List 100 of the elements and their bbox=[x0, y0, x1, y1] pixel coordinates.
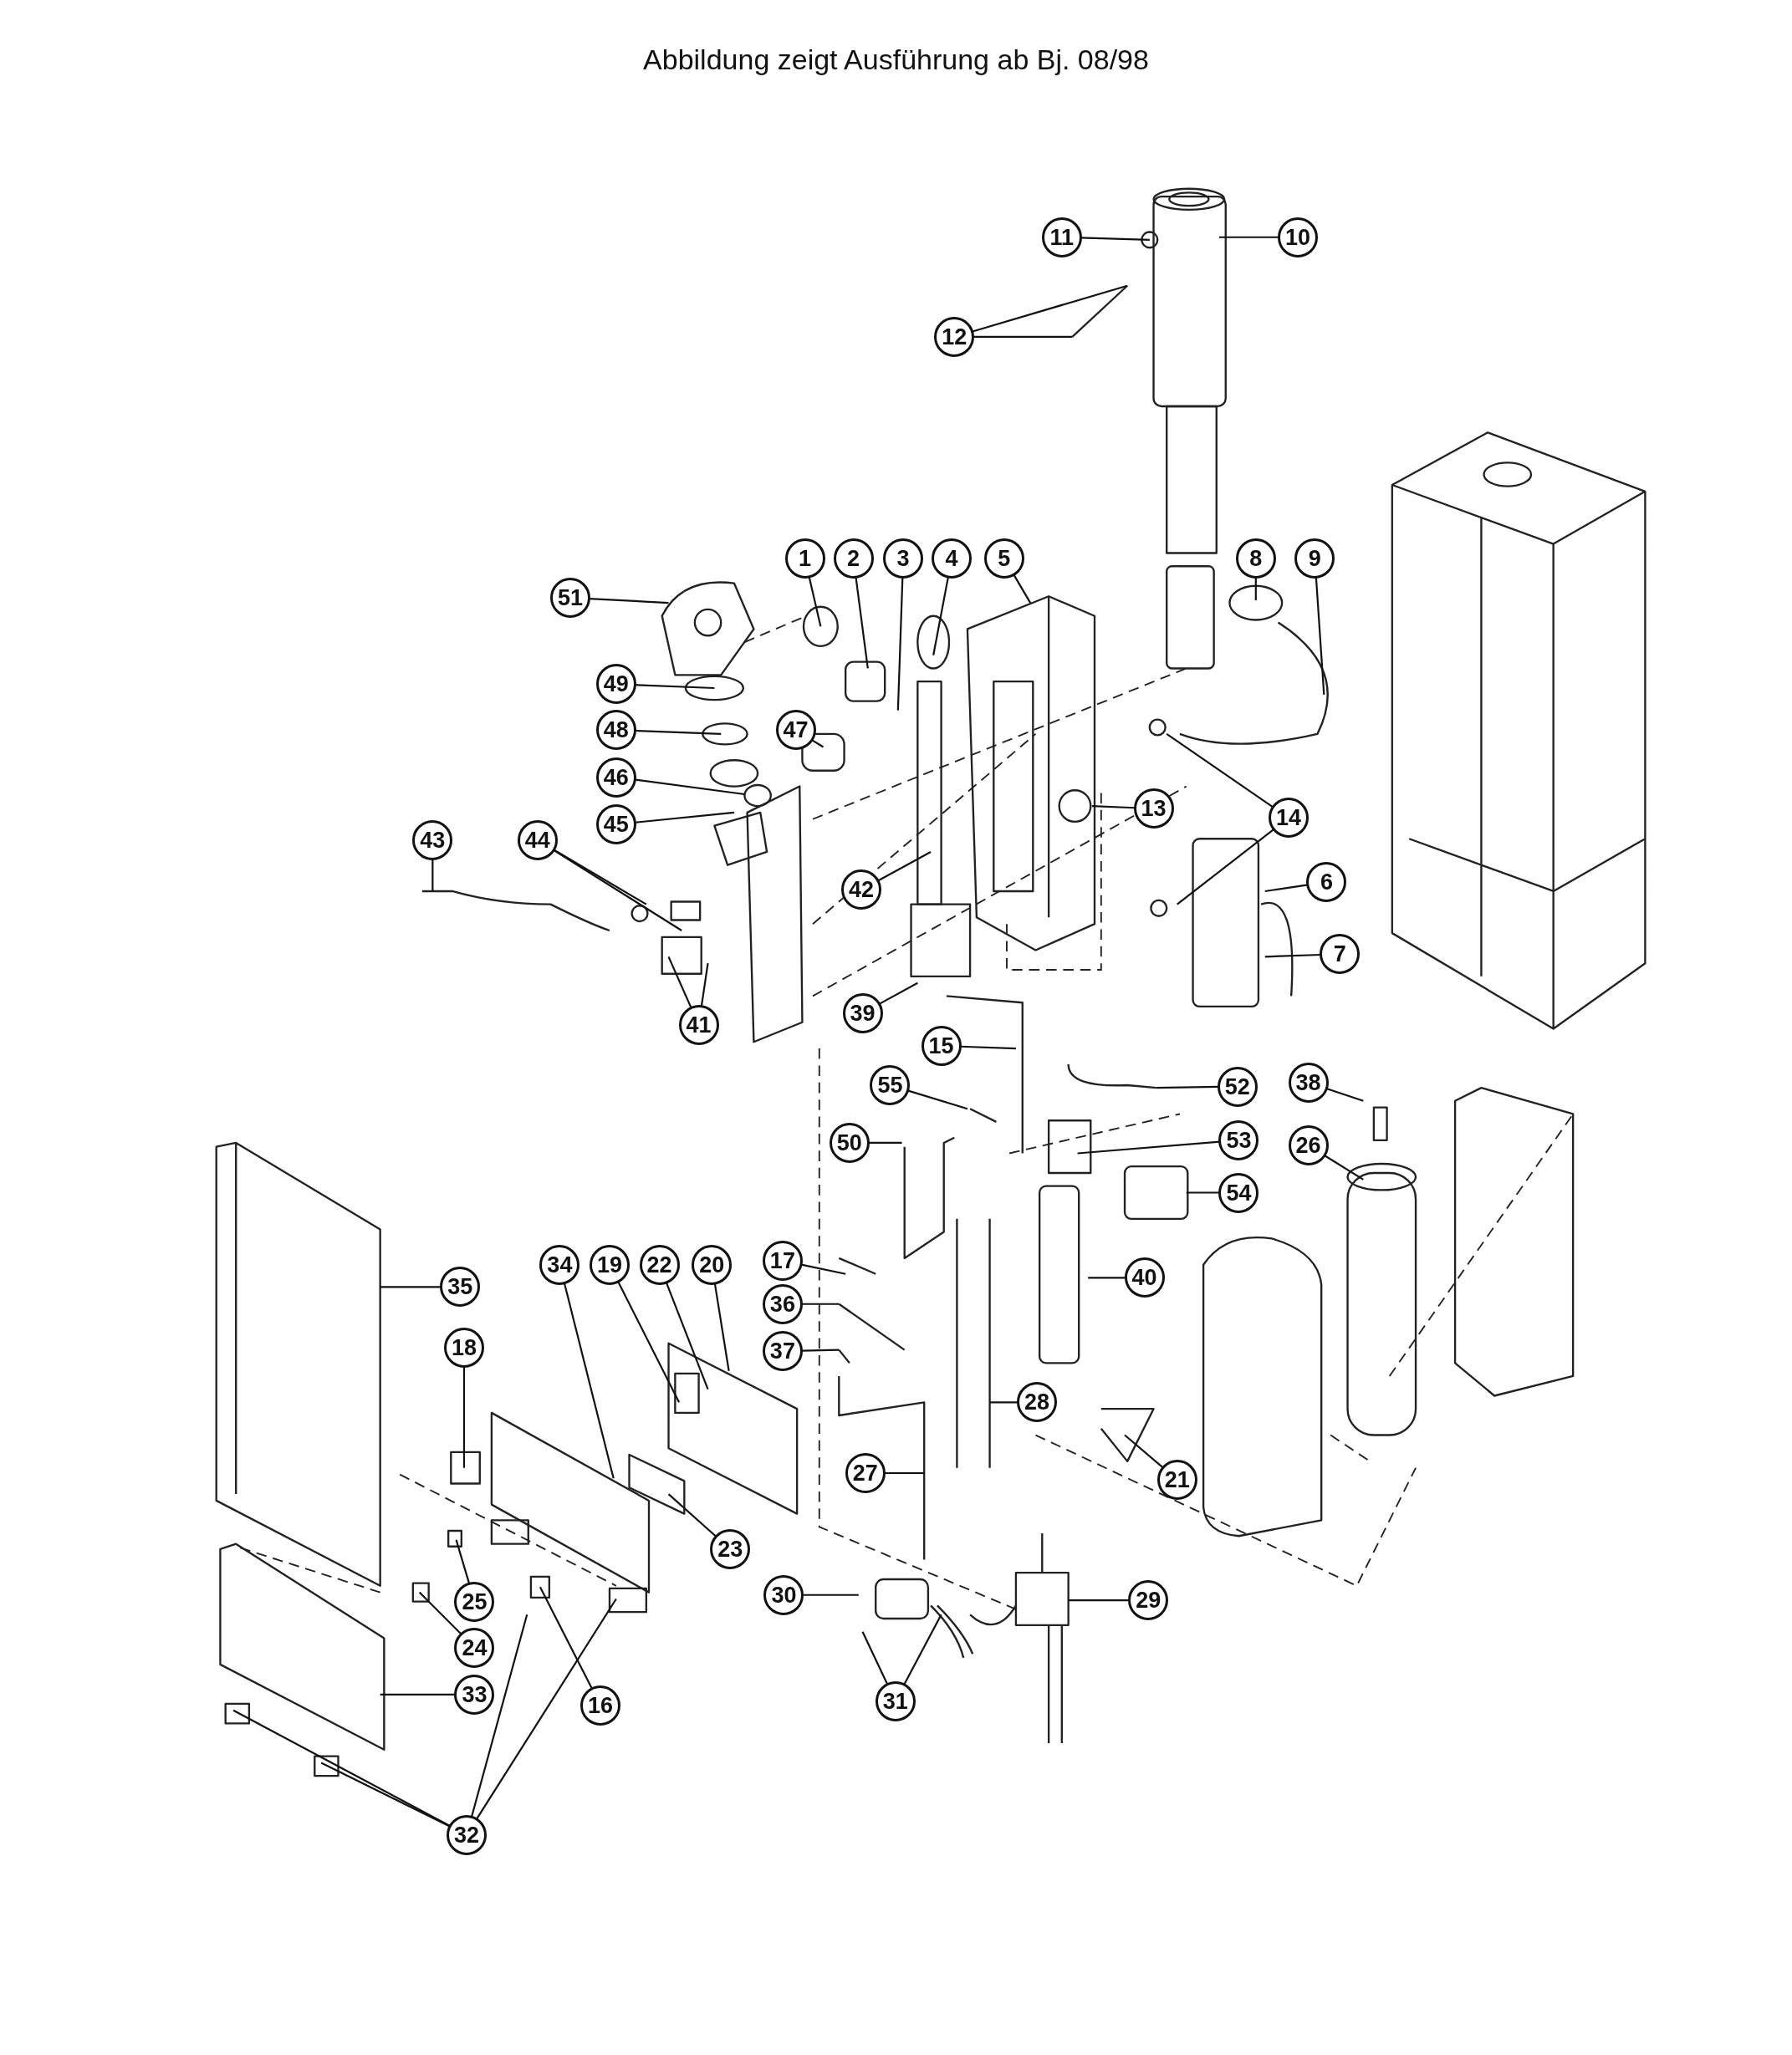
leader-line bbox=[665, 1282, 709, 1390]
callout-number: 22 bbox=[639, 1244, 680, 1285]
leader-line bbox=[1254, 577, 1257, 600]
callout-number: 23 bbox=[710, 1528, 751, 1569]
leader-line bbox=[635, 684, 715, 690]
leader-line bbox=[803, 1594, 859, 1596]
leader-line bbox=[589, 597, 669, 604]
callout-number: 45 bbox=[595, 804, 636, 845]
callout-number: 2 bbox=[833, 538, 874, 579]
leader-line bbox=[1177, 829, 1274, 905]
callout-number: 30 bbox=[763, 1574, 804, 1615]
leader-line bbox=[960, 1045, 1016, 1050]
leader-line bbox=[861, 1631, 888, 1685]
callout-number: 54 bbox=[1218, 1172, 1259, 1213]
leader-line bbox=[563, 1282, 615, 1479]
leader-line bbox=[1264, 953, 1321, 958]
leader-line bbox=[1315, 577, 1325, 695]
leader-line bbox=[973, 335, 1073, 338]
callout-number: 40 bbox=[1124, 1257, 1165, 1298]
callout-number: 6 bbox=[1306, 862, 1347, 903]
leader-line bbox=[1325, 1088, 1364, 1102]
callout-number: 33 bbox=[454, 1675, 495, 1715]
callout-number: 53 bbox=[1218, 1119, 1259, 1160]
leader-line bbox=[1166, 732, 1274, 808]
callout-number: 1 bbox=[784, 538, 825, 579]
callout-number: 18 bbox=[443, 1327, 484, 1368]
callout-number: 38 bbox=[1288, 1062, 1329, 1103]
leader-line bbox=[878, 982, 918, 1005]
callout-number: 19 bbox=[589, 1244, 630, 1285]
callout-number: 12 bbox=[934, 316, 975, 357]
callout-number: 10 bbox=[1278, 217, 1318, 258]
leader-line bbox=[476, 1598, 617, 1820]
leader-line bbox=[635, 811, 734, 824]
leader-line bbox=[907, 1089, 968, 1110]
leader-line bbox=[972, 284, 1128, 333]
callout-number: 3 bbox=[883, 538, 924, 579]
leader-line bbox=[380, 1286, 442, 1288]
leader-line bbox=[808, 576, 822, 627]
callout-number: 20 bbox=[692, 1244, 733, 1285]
leader-line bbox=[800, 1263, 846, 1275]
leader-line bbox=[989, 1401, 1019, 1404]
callout-number: 55 bbox=[870, 1065, 911, 1105]
diagram-title: Abbildung zeigt Ausführung ab Bj. 08/98 bbox=[642, 43, 1150, 76]
leader-line bbox=[1088, 1277, 1126, 1279]
leader-line bbox=[431, 859, 434, 891]
leader-line bbox=[320, 1762, 451, 1828]
callout-number: 48 bbox=[595, 710, 636, 751]
leader-line bbox=[232, 1709, 451, 1827]
callout-number: 27 bbox=[845, 1453, 886, 1494]
callout-number: 9 bbox=[1294, 538, 1335, 579]
leader-line bbox=[1218, 236, 1279, 238]
callout-number: 29 bbox=[1128, 1580, 1169, 1621]
callout-number: 5 bbox=[983, 538, 1024, 579]
callout-number: 39 bbox=[842, 992, 883, 1033]
callout-number: 52 bbox=[1217, 1066, 1258, 1107]
leader-line bbox=[553, 849, 682, 931]
callout-number: 37 bbox=[762, 1331, 803, 1372]
callout-number: 42 bbox=[840, 869, 881, 910]
leader-line bbox=[713, 1283, 730, 1371]
callout-number: 7 bbox=[1320, 934, 1361, 975]
leader-line bbox=[1264, 884, 1309, 893]
leader-line bbox=[462, 1366, 466, 1468]
leader-line bbox=[667, 1493, 717, 1537]
callout-number: 24 bbox=[454, 1627, 495, 1668]
leader-line bbox=[884, 1471, 925, 1475]
callout-number: 51 bbox=[549, 577, 590, 618]
leader-line bbox=[617, 1281, 681, 1403]
callout-number: 49 bbox=[595, 664, 636, 705]
leader-line bbox=[877, 850, 932, 882]
callout-number: 35 bbox=[440, 1267, 481, 1308]
leader-line bbox=[418, 1591, 462, 1635]
leader-line bbox=[471, 1614, 528, 1817]
leader-line bbox=[1124, 1434, 1164, 1468]
leader-line bbox=[635, 778, 745, 796]
leader-line bbox=[1324, 1155, 1364, 1180]
leader-line bbox=[700, 963, 709, 1007]
callout-number: 21 bbox=[1156, 1459, 1197, 1500]
callout-number: 44 bbox=[517, 819, 558, 860]
callout-number: 17 bbox=[762, 1241, 803, 1282]
callout-number: 4 bbox=[932, 538, 973, 579]
leader-line bbox=[380, 1693, 456, 1696]
callout-number: 32 bbox=[447, 1814, 488, 1855]
callout-number: 8 bbox=[1235, 538, 1276, 579]
callout-number: 11 bbox=[1041, 217, 1082, 258]
callout-number: 50 bbox=[829, 1123, 870, 1163]
callout-number: 46 bbox=[595, 757, 636, 798]
callout-number: 41 bbox=[678, 1004, 719, 1045]
leader-line bbox=[1080, 237, 1150, 241]
callout-number: 14 bbox=[1269, 798, 1309, 839]
leader-line bbox=[903, 1614, 942, 1685]
leader-line bbox=[1091, 805, 1135, 809]
callout-number: 13 bbox=[1133, 788, 1174, 829]
leader-line bbox=[635, 729, 722, 735]
leader-line bbox=[868, 1141, 902, 1145]
callout-number: 15 bbox=[921, 1026, 962, 1066]
leader-line bbox=[455, 1539, 471, 1584]
leader-line bbox=[1186, 1191, 1220, 1194]
callout-number: 43 bbox=[412, 819, 453, 860]
leader-line bbox=[1077, 1140, 1220, 1155]
callout-number: 25 bbox=[454, 1581, 495, 1622]
